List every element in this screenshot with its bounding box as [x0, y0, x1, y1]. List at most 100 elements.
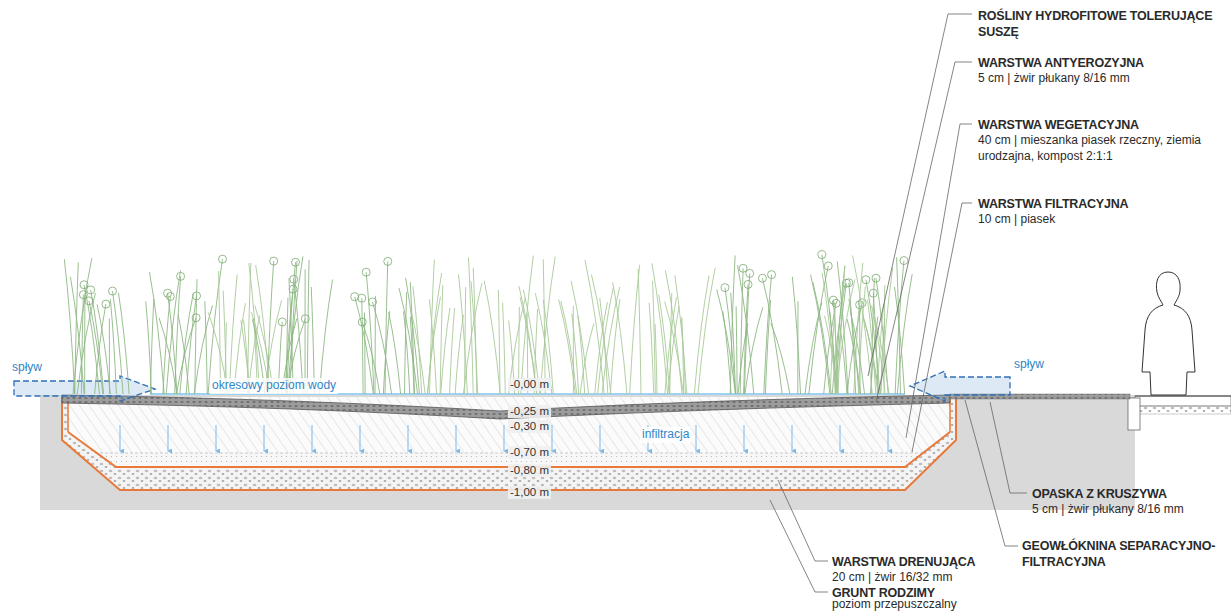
- plant-stem: [406, 278, 420, 394]
- infiltration-arrow: [264, 425, 265, 451]
- plant-stem: [830, 310, 835, 394]
- plant-stem: [578, 315, 585, 394]
- layer-spec: 20 cm | żwir 16/32 mm: [832, 570, 1012, 586]
- plant-stem: [166, 270, 180, 394]
- plant-stem: [738, 265, 754, 394]
- depth-mark: -0,25 m: [508, 405, 551, 418]
- plant-stem: [375, 296, 376, 394]
- infiltration-label: infiltracja: [640, 427, 691, 443]
- layer-spec: poziom przepuszczalny: [832, 597, 1012, 613]
- plant-stem: [118, 293, 129, 394]
- flow-label: spływ: [1012, 357, 1046, 373]
- plant-stem: [503, 303, 506, 394]
- plant-stem: [858, 287, 865, 394]
- plant-stem: [450, 308, 455, 394]
- layer-name: GEOWŁÓKNINA SEPARACYJNO-FILTRACYJNA: [1022, 538, 1222, 571]
- plant-stem: [665, 270, 682, 394]
- layer-name: WARSTWA DRENUJĄCA: [832, 554, 1012, 570]
- plant-stem: [404, 292, 406, 394]
- plant-stem: [294, 279, 303, 394]
- plant-stem: [307, 260, 309, 394]
- layer-spec: 40 cm | mieszanka piasek rzeczny, ziemia…: [978, 133, 1226, 164]
- plant-stem: [77, 293, 95, 394]
- infiltration-arrow: [792, 425, 793, 451]
- plant-stem: [455, 315, 463, 394]
- infiltration-arrow: [504, 425, 505, 451]
- infiltration-arrow: [840, 425, 841, 451]
- water-level-label: okresowy poziom wody: [210, 378, 338, 394]
- plant-stem: [792, 277, 800, 394]
- plant-stem: [543, 259, 545, 394]
- plant-stem: [762, 278, 782, 394]
- plant-stem: [469, 258, 474, 394]
- plant-flower: [818, 251, 826, 259]
- plant-flower: [845, 279, 853, 287]
- plant-stem: [427, 297, 440, 394]
- plant-flower: [79, 291, 87, 299]
- plant-flower: [832, 299, 840, 307]
- plant-stem: [652, 263, 668, 394]
- plant-stem: [208, 259, 222, 394]
- plant-stem: [835, 266, 845, 394]
- plant-stem: [180, 293, 194, 394]
- infiltration-arrow: [168, 425, 169, 451]
- plant-flower: [192, 314, 200, 322]
- plant-flower: [824, 262, 832, 270]
- plant-flower: [358, 318, 366, 326]
- plant-stem: [598, 288, 614, 394]
- plant-stem: [84, 285, 99, 394]
- plant-stem: [540, 257, 555, 394]
- infiltration-arrow: [888, 425, 889, 451]
- plant-stem: [267, 261, 273, 394]
- depth-mark: -0,80 m: [508, 464, 551, 477]
- plant-flower: [219, 255, 227, 263]
- plant-stem: [595, 302, 608, 394]
- plant-label: ROŚLINY HYDROFITOWE TOLERUJĄCE SUSZĘ: [978, 8, 1218, 41]
- depth-mark: -1,00 m: [508, 486, 551, 499]
- plant-flower: [744, 280, 752, 288]
- plant-flower: [102, 300, 110, 308]
- plant-flower: [900, 257, 908, 265]
- plant-stem: [895, 261, 904, 394]
- plant-stem: [205, 301, 207, 394]
- plant-flower: [362, 268, 370, 276]
- plant-stem: [877, 304, 884, 394]
- plant-stem: [287, 262, 296, 394]
- plant-flower: [746, 269, 754, 277]
- plant-stem: [73, 258, 92, 394]
- plant-stem: [610, 299, 620, 394]
- plant-stem: [638, 269, 641, 394]
- layer-name: WARSTWA ANTYEROZYJNA: [978, 55, 1218, 71]
- infiltration-arrow: [456, 425, 457, 451]
- plant-stem: [362, 322, 380, 394]
- plant-stem: [559, 299, 576, 394]
- plant-flower: [384, 257, 392, 265]
- plant-stem: [163, 296, 170, 394]
- plant-stem: [694, 276, 709, 394]
- flow-label: spływ: [10, 360, 44, 376]
- plant-stem: [665, 297, 677, 394]
- plant-stem: [458, 274, 467, 394]
- plant-flower: [87, 286, 95, 294]
- plant-stem: [440, 285, 443, 394]
- plant-stem: [465, 287, 466, 394]
- plant-stem: [853, 255, 873, 394]
- layer-spec: 10 cm | piasek: [978, 212, 1218, 228]
- plant-stem: [591, 274, 610, 394]
- plant-stem: [362, 298, 363, 394]
- plant-flower: [278, 318, 286, 326]
- plant-stem: [655, 324, 657, 394]
- infiltration-arrow: [696, 425, 697, 451]
- layer-spec: 5 cm | żwir płukany 8/16 mm: [978, 71, 1223, 87]
- infiltration-arrow: [120, 425, 121, 451]
- plant-stem: [176, 318, 196, 394]
- plant-stem: [822, 255, 837, 394]
- plant-stem: [838, 267, 845, 394]
- plant-stem: [81, 295, 83, 394]
- layer-name: WARSTWA FILTRACYJNA: [978, 196, 1218, 212]
- layer-spec: 5 cm | żwir płukany 8/16 mm: [1032, 502, 1227, 518]
- infiltration-arrow: [360, 425, 361, 451]
- plant-stem: [411, 309, 426, 394]
